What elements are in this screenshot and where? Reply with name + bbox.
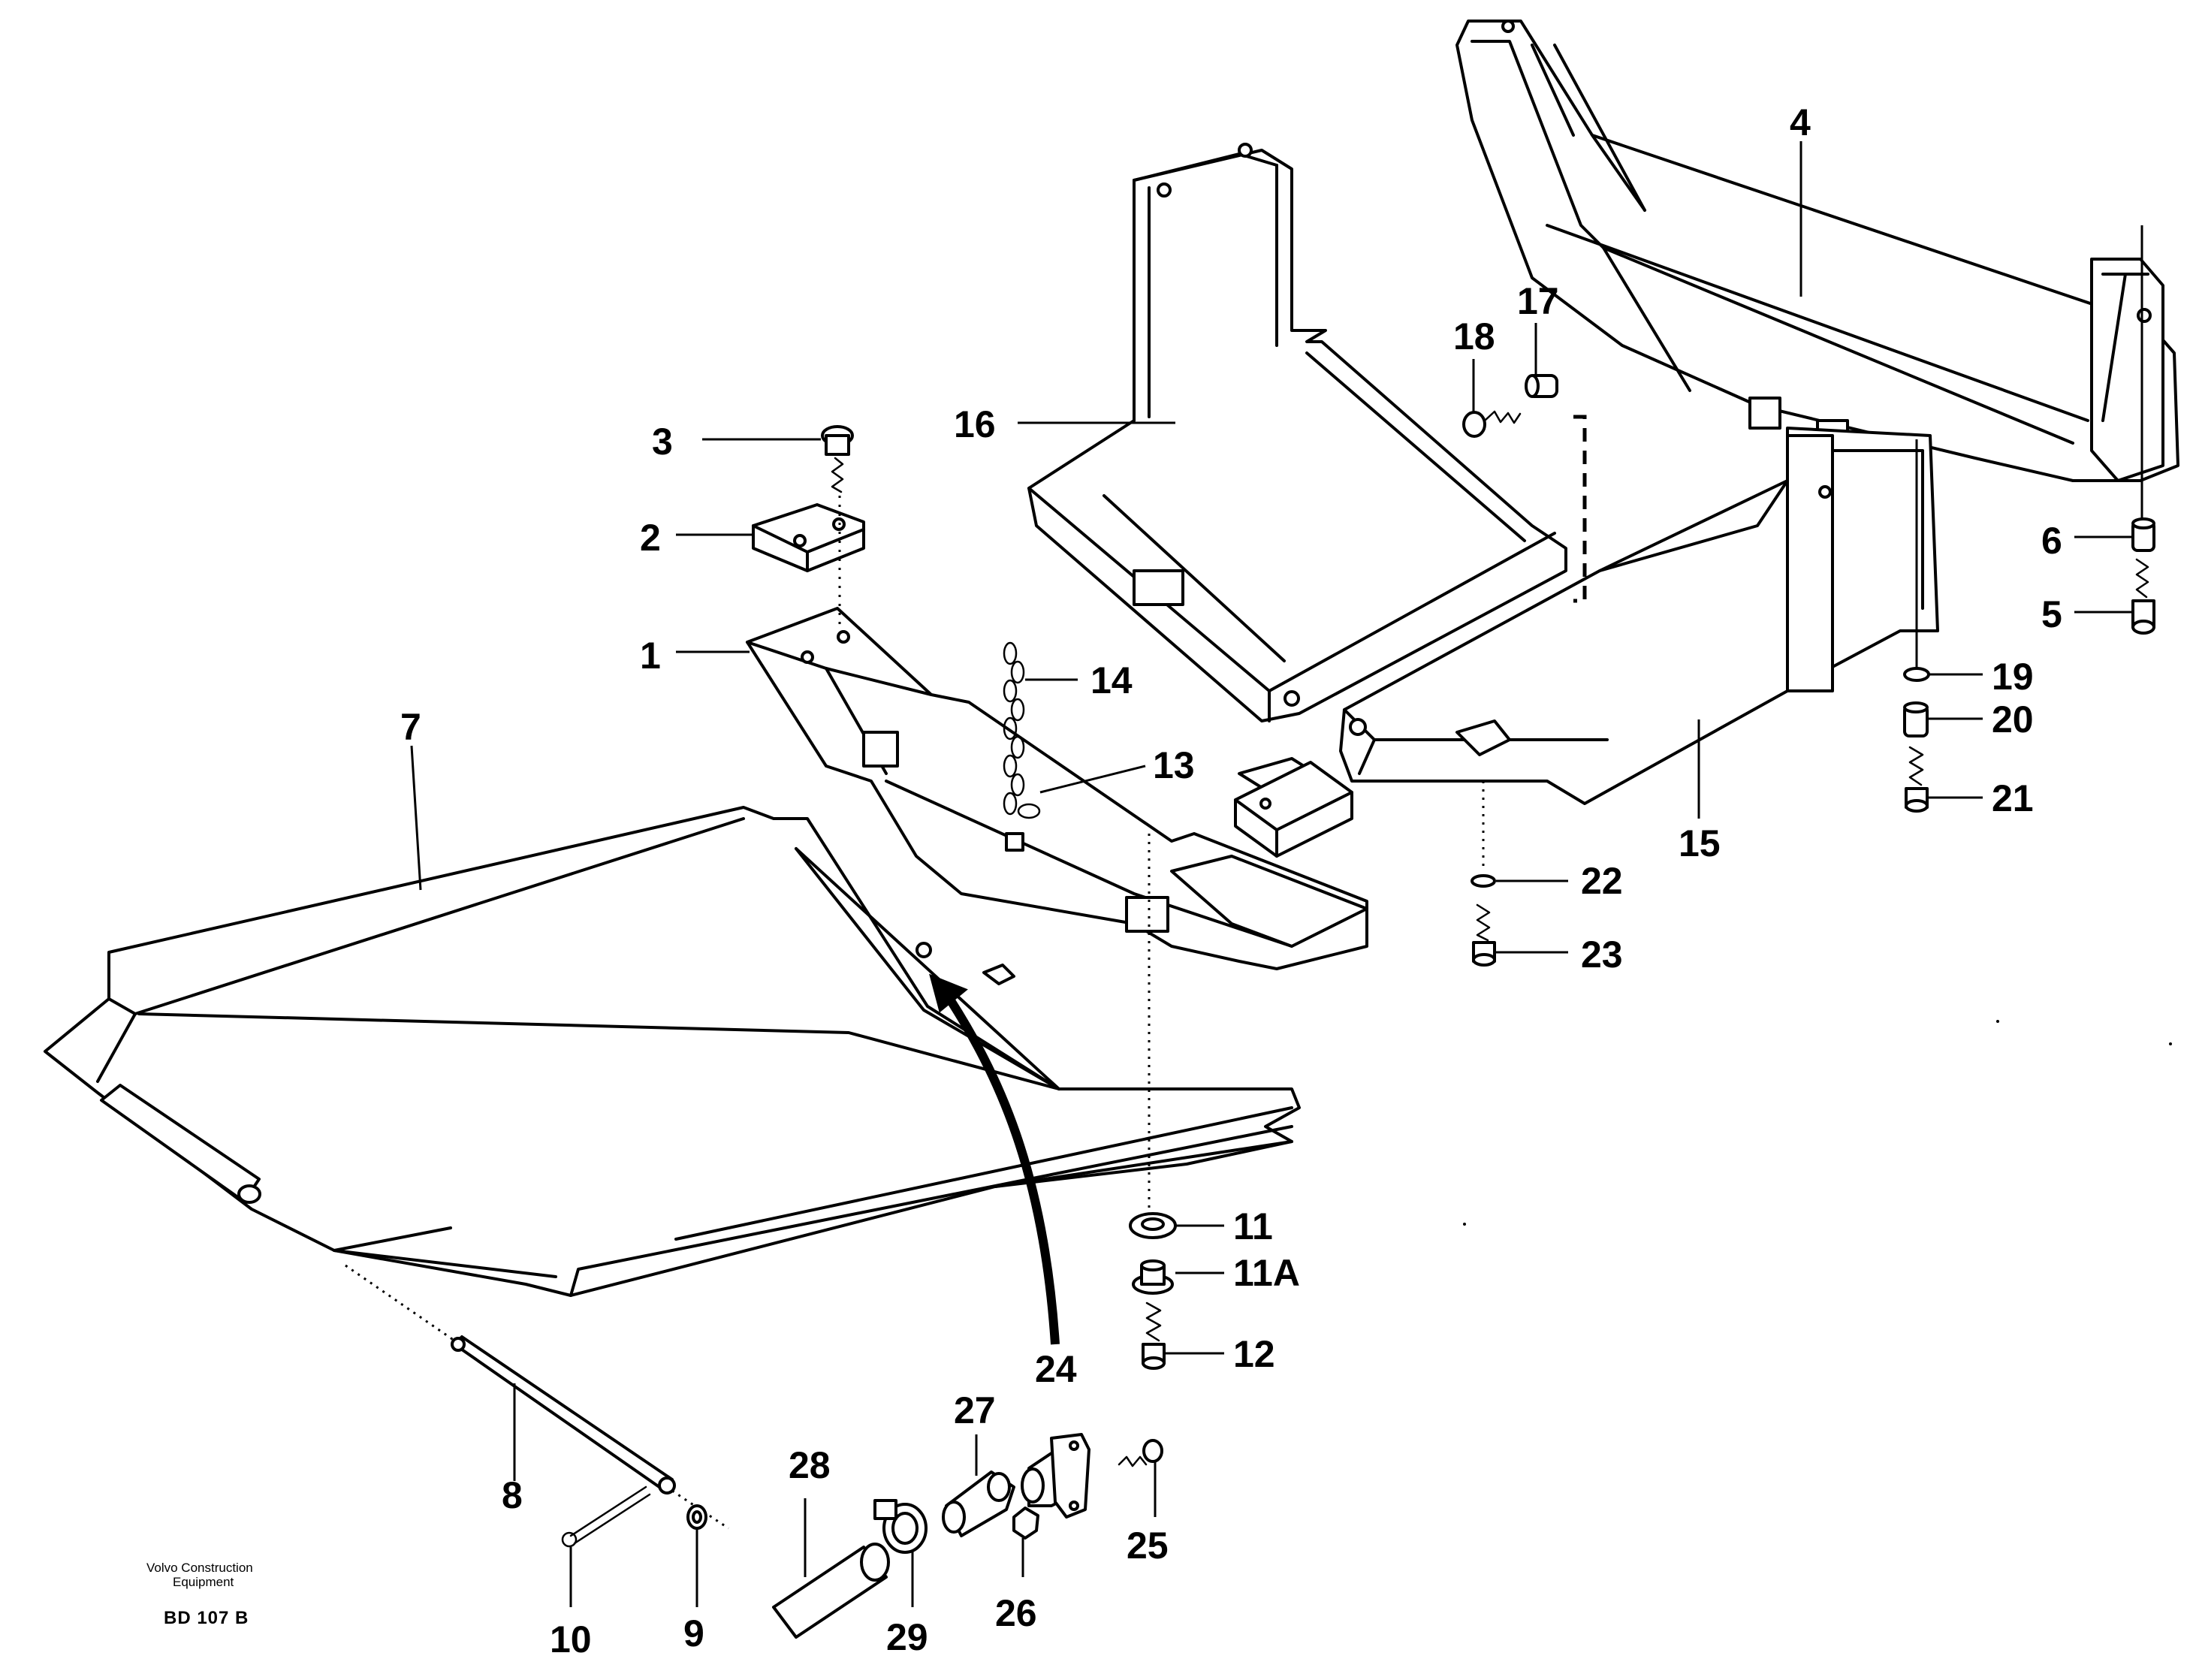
callout-15: 15 [1679, 822, 1721, 864]
part-12-bolt [1142, 1301, 1166, 1370]
loose-plate [1234, 761, 1353, 858]
callout-3: 3 [652, 421, 673, 463]
callout-26: 26 [995, 1592, 1037, 1634]
part-14-chain [1003, 641, 1041, 819]
callout-14: 14 [1090, 659, 1133, 701]
part-11-washer [1129, 1212, 1177, 1239]
callout-11: 11 [1233, 1205, 1273, 1247]
callout-29: 29 [886, 1616, 928, 1658]
leader-13 [1039, 765, 1146, 794]
callout-25: 25 [1127, 1525, 1169, 1567]
callout-9: 9 [683, 1612, 704, 1654]
callout-7: 7 [400, 706, 421, 748]
part-8-pin [451, 1335, 676, 1495]
callout-8: 8 [502, 1474, 523, 1516]
part-29-clamp [873, 1499, 928, 1554]
callout-24: 24 [1035, 1348, 1077, 1390]
callout-22: 22 [1581, 860, 1623, 902]
part-27-nipple [942, 1470, 1015, 1537]
part-22-washer [1471, 874, 1496, 888]
part-10-split-pin [561, 1485, 651, 1548]
part-26-nut [1012, 1507, 1039, 1540]
callout-4: 4 [1790, 101, 1811, 143]
part-17-bushing [1525, 374, 1558, 398]
part-18-bolt [1462, 410, 1522, 438]
callout-11a: 11A [1233, 1252, 1300, 1294]
part-7-belly-plate [44, 806, 1301, 1297]
callout-19: 19 [1992, 656, 2034, 698]
callout-2: 2 [640, 517, 661, 559]
part-25-screw [1118, 1439, 1163, 1467]
part-23-bolt [1472, 903, 1496, 967]
part-16-bracket [1027, 143, 1567, 722]
callout-6: 6 [2041, 520, 2062, 562]
callout-23: 23 [1581, 934, 1623, 976]
callout-1: 1 [640, 635, 661, 677]
callout-13: 13 [1153, 744, 1195, 786]
callout-27: 27 [954, 1389, 996, 1431]
caption-drawing-code: BD 107 B [164, 1608, 249, 1628]
callout-12: 12 [1233, 1333, 1275, 1375]
part-28-hose [772, 1543, 890, 1639]
part-24-arrow [929, 973, 1060, 1345]
callout-18: 18 [1453, 315, 1495, 357]
part-11a-bushing [1132, 1259, 1174, 1295]
part-3-bolt [821, 425, 854, 493]
part-15-bracket [1339, 427, 1939, 805]
leader-7 [410, 745, 422, 891]
callout-21: 21 [1992, 777, 2034, 819]
callout-20: 20 [1992, 698, 2034, 740]
callout-28: 28 [789, 1444, 831, 1486]
part-drain-valve-body [1021, 1433, 1090, 1519]
callout-17: 17 [1517, 280, 1559, 322]
part-2-plate [752, 503, 865, 572]
part-21-bolt [1905, 746, 1929, 813]
caption-company-line2: Equipment [173, 1575, 234, 1589]
part-20-bushing [1903, 701, 1929, 737]
part-4-rear-frame [1455, 20, 2179, 482]
part-6-bushing [2131, 517, 2155, 552]
callout-16: 16 [954, 403, 996, 445]
part-5-bolt [2131, 558, 2155, 635]
callout-5: 5 [2041, 593, 2062, 635]
part-19-washer [1903, 667, 1930, 682]
caption-company-line1: Volvo Construction [146, 1561, 253, 1575]
part-9-washer [686, 1504, 707, 1530]
callout-10: 10 [550, 1618, 592, 1660]
